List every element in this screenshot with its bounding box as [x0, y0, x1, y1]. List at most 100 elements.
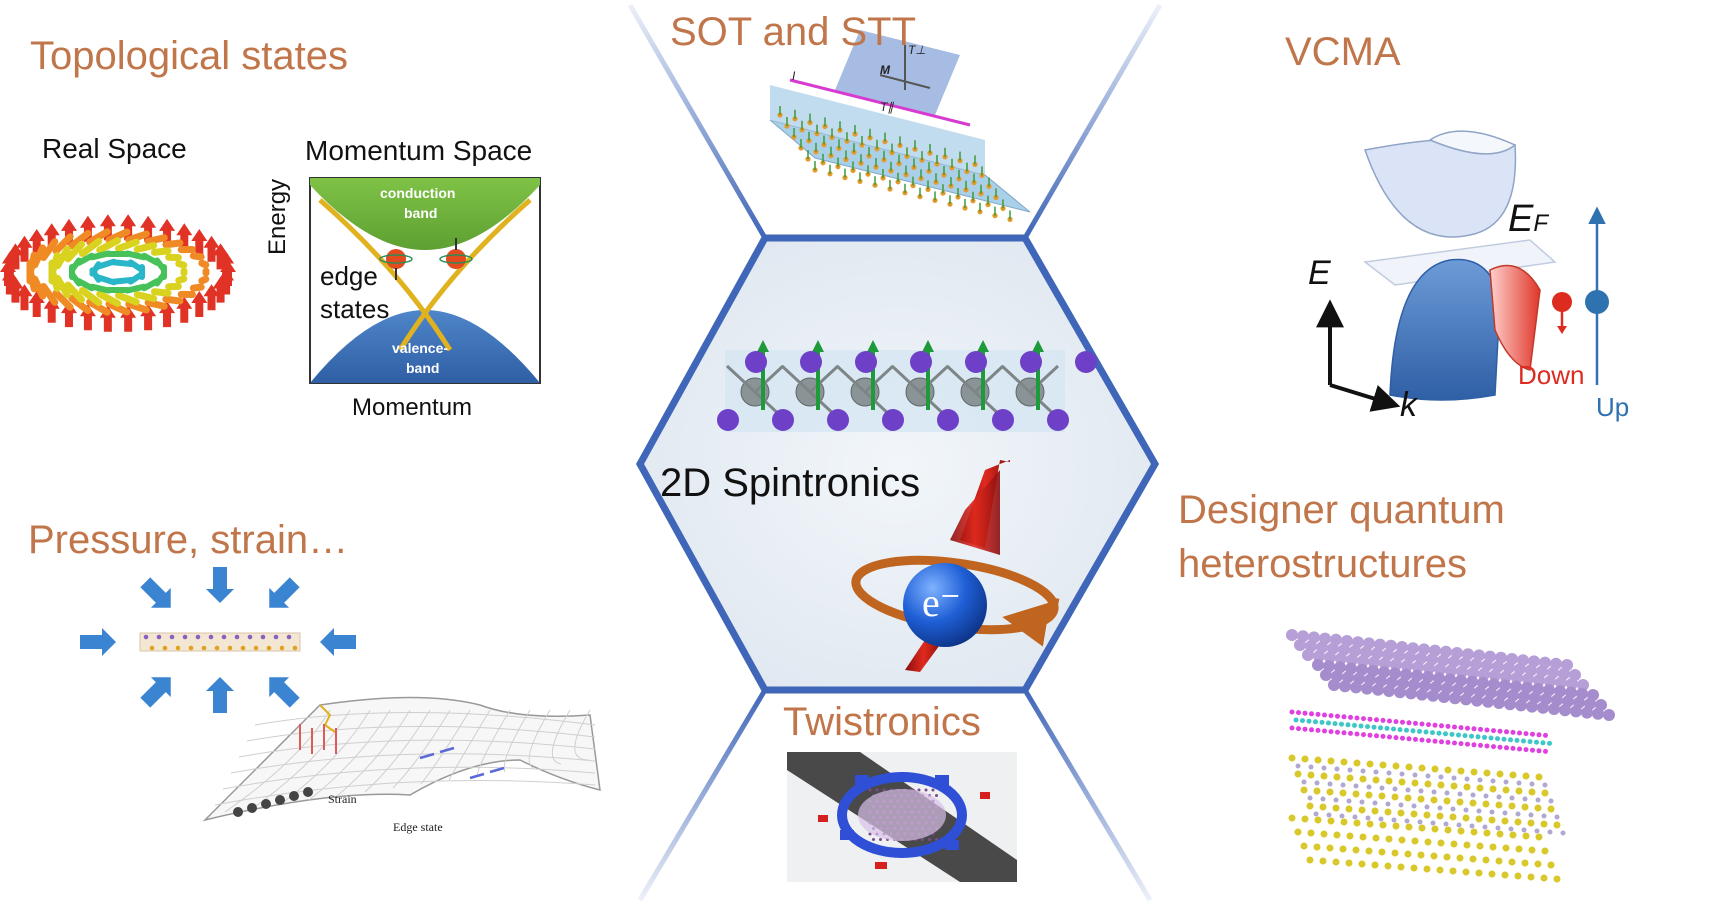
- hetero-bottom-atom: [1392, 762, 1400, 770]
- hetero-bottom-atom: [1358, 806, 1366, 814]
- hetero-bottom-atom: [1423, 865, 1431, 873]
- twist-title: Twistronics: [783, 700, 981, 744]
- hetero-middle-atom: [1335, 713, 1340, 719]
- hetero-bottom-atom: [1359, 799, 1365, 805]
- hetero-bottom-atom: [1412, 772, 1418, 778]
- hetero-top-atom: [1511, 671, 1523, 684]
- lattice-halogen-atom: [772, 409, 794, 431]
- lattice-spin-arrowhead: [922, 340, 934, 352]
- strain-label: Strain: [328, 792, 357, 806]
- pressure-layer-atom: [208, 634, 214, 640]
- hetero-bottom-atom: [1521, 827, 1527, 833]
- hetero-bottom-atom: [1528, 788, 1536, 796]
- hetero-bottom-atom: [1496, 794, 1502, 800]
- hetero-bottom-atom: [1372, 776, 1380, 784]
- hetero-bottom-atom: [1548, 798, 1554, 804]
- strain-grid-line: [448, 709, 491, 781]
- hetero-middle-atom: [1380, 733, 1386, 739]
- hetero-bottom-atom: [1332, 858, 1340, 866]
- pressure-layer-atom: [234, 634, 240, 640]
- edge-state-particle: [233, 807, 243, 817]
- hetero-bottom-atom: [1444, 790, 1450, 796]
- hetero-bottom-atom: [1404, 850, 1412, 858]
- hetero-top-atom: [1526, 700, 1538, 713]
- hetero-middle-atom: [1497, 744, 1503, 750]
- hetero-bottom-atom: [1437, 839, 1445, 847]
- hetero-middle-atom: [1315, 727, 1321, 733]
- hetero-bottom-atom: [1437, 805, 1443, 811]
- hetero-middle-atom: [1536, 732, 1542, 738]
- lattice-halogen-atom: [965, 351, 987, 373]
- hetero-bottom-atom: [1476, 784, 1484, 792]
- hetero-bottom-atom: [1301, 755, 1309, 763]
- hetero-bottom-atom: [1314, 756, 1322, 764]
- hetero-bottom-atom: [1469, 855, 1477, 863]
- pressure-layer-atom: [156, 634, 162, 640]
- hetero-bottom-atom: [1404, 818, 1410, 824]
- hetero-bottom-atom: [1541, 789, 1549, 797]
- skyrmion-spin: [198, 259, 210, 269]
- hetero-bottom-atom: [1352, 790, 1360, 798]
- hetero-middle-atom: [1530, 747, 1535, 753]
- skyrmion-spin: [189, 252, 205, 261]
- hetero-bottom-atom: [1475, 815, 1483, 823]
- pressure-layer-atom: [162, 645, 168, 651]
- twist-lattice-atom: [921, 838, 924, 841]
- lattice-spin-arrowhead: [867, 340, 879, 352]
- hetero-bottom-atom: [1450, 782, 1458, 790]
- hetero-bottom-atom: [1547, 861, 1555, 869]
- vcma-fermi-label: EF: [1508, 198, 1549, 240]
- hetero-top-atom: [1493, 697, 1505, 709]
- sot-torque-perp-label: T⊥: [908, 43, 926, 57]
- hetero-top-atom: [1555, 676, 1567, 689]
- hetero-top-atom: [1544, 675, 1556, 688]
- hetero-bottom-atom: [1482, 800, 1490, 808]
- skyrmion-spin: [124, 283, 147, 294]
- hetero-bottom-atom: [1424, 780, 1432, 788]
- hetero-bottom-atom: [1527, 819, 1535, 827]
- hetero-bottom-atom: [1371, 807, 1379, 815]
- electron-symbol: e⁻: [922, 580, 961, 625]
- hetero-middle-atom: [1439, 723, 1444, 729]
- hetero-middle-atom: [1326, 720, 1331, 726]
- hetero-middle-atom: [1400, 719, 1405, 725]
- pressure-layer-atom: [227, 645, 233, 651]
- edge-state-particle: [303, 787, 313, 797]
- hetero-bottom-atom: [1463, 807, 1469, 813]
- lattice-halogen-atom: [800, 351, 822, 373]
- pressure-layer-atom: [286, 634, 292, 640]
- hetero-middle-atom: [1341, 730, 1347, 736]
- hetero-middle-atom: [1419, 721, 1425, 727]
- hetero-bottom-atom: [1553, 875, 1561, 883]
- skyrmion-spin: [150, 288, 172, 297]
- hetero-bottom-atom: [1308, 764, 1314, 770]
- hetero-bottom-atom: [1488, 816, 1496, 824]
- hetero-bottom-atom: [1300, 842, 1308, 850]
- hetero-bottom-atom: [1359, 833, 1367, 841]
- strain-flow-arrow: [439, 746, 455, 754]
- skyrmion-spin: [175, 260, 188, 269]
- hetero-bottom-atom: [1489, 843, 1497, 851]
- hetero-top-atom: [1372, 683, 1384, 696]
- strain-grid-line: [254, 712, 596, 726]
- vcma-bands: [1316, 130, 1609, 412]
- strain-grid-line: [551, 709, 571, 765]
- hetero-bottom-atom: [1540, 820, 1548, 828]
- skyrmion-spin: [16, 284, 33, 311]
- hetero-middle-atom: [1391, 726, 1396, 732]
- strain-grid-line: [503, 709, 531, 773]
- vcma-energy-label: E: [1308, 254, 1331, 292]
- lattice-bond: [1000, 364, 1032, 394]
- hetero-bottom-atom: [1372, 834, 1380, 842]
- hetero-middle-atom: [1419, 737, 1425, 743]
- hetero-bottom-atom: [1385, 801, 1391, 807]
- hetero-bottom-atom: [1411, 837, 1419, 845]
- hetero-bottom-atom: [1346, 798, 1352, 804]
- hetero-bottom-atom: [1313, 787, 1321, 795]
- pressure-layer-atom: [292, 645, 298, 651]
- hetero-bottom-atom: [1560, 830, 1566, 836]
- hetero-middle-atom: [1406, 736, 1412, 742]
- hetero-middle-atom: [1348, 730, 1353, 736]
- hetero-bottom-atom: [1384, 862, 1392, 870]
- twist-lattice-atom: [928, 838, 931, 841]
